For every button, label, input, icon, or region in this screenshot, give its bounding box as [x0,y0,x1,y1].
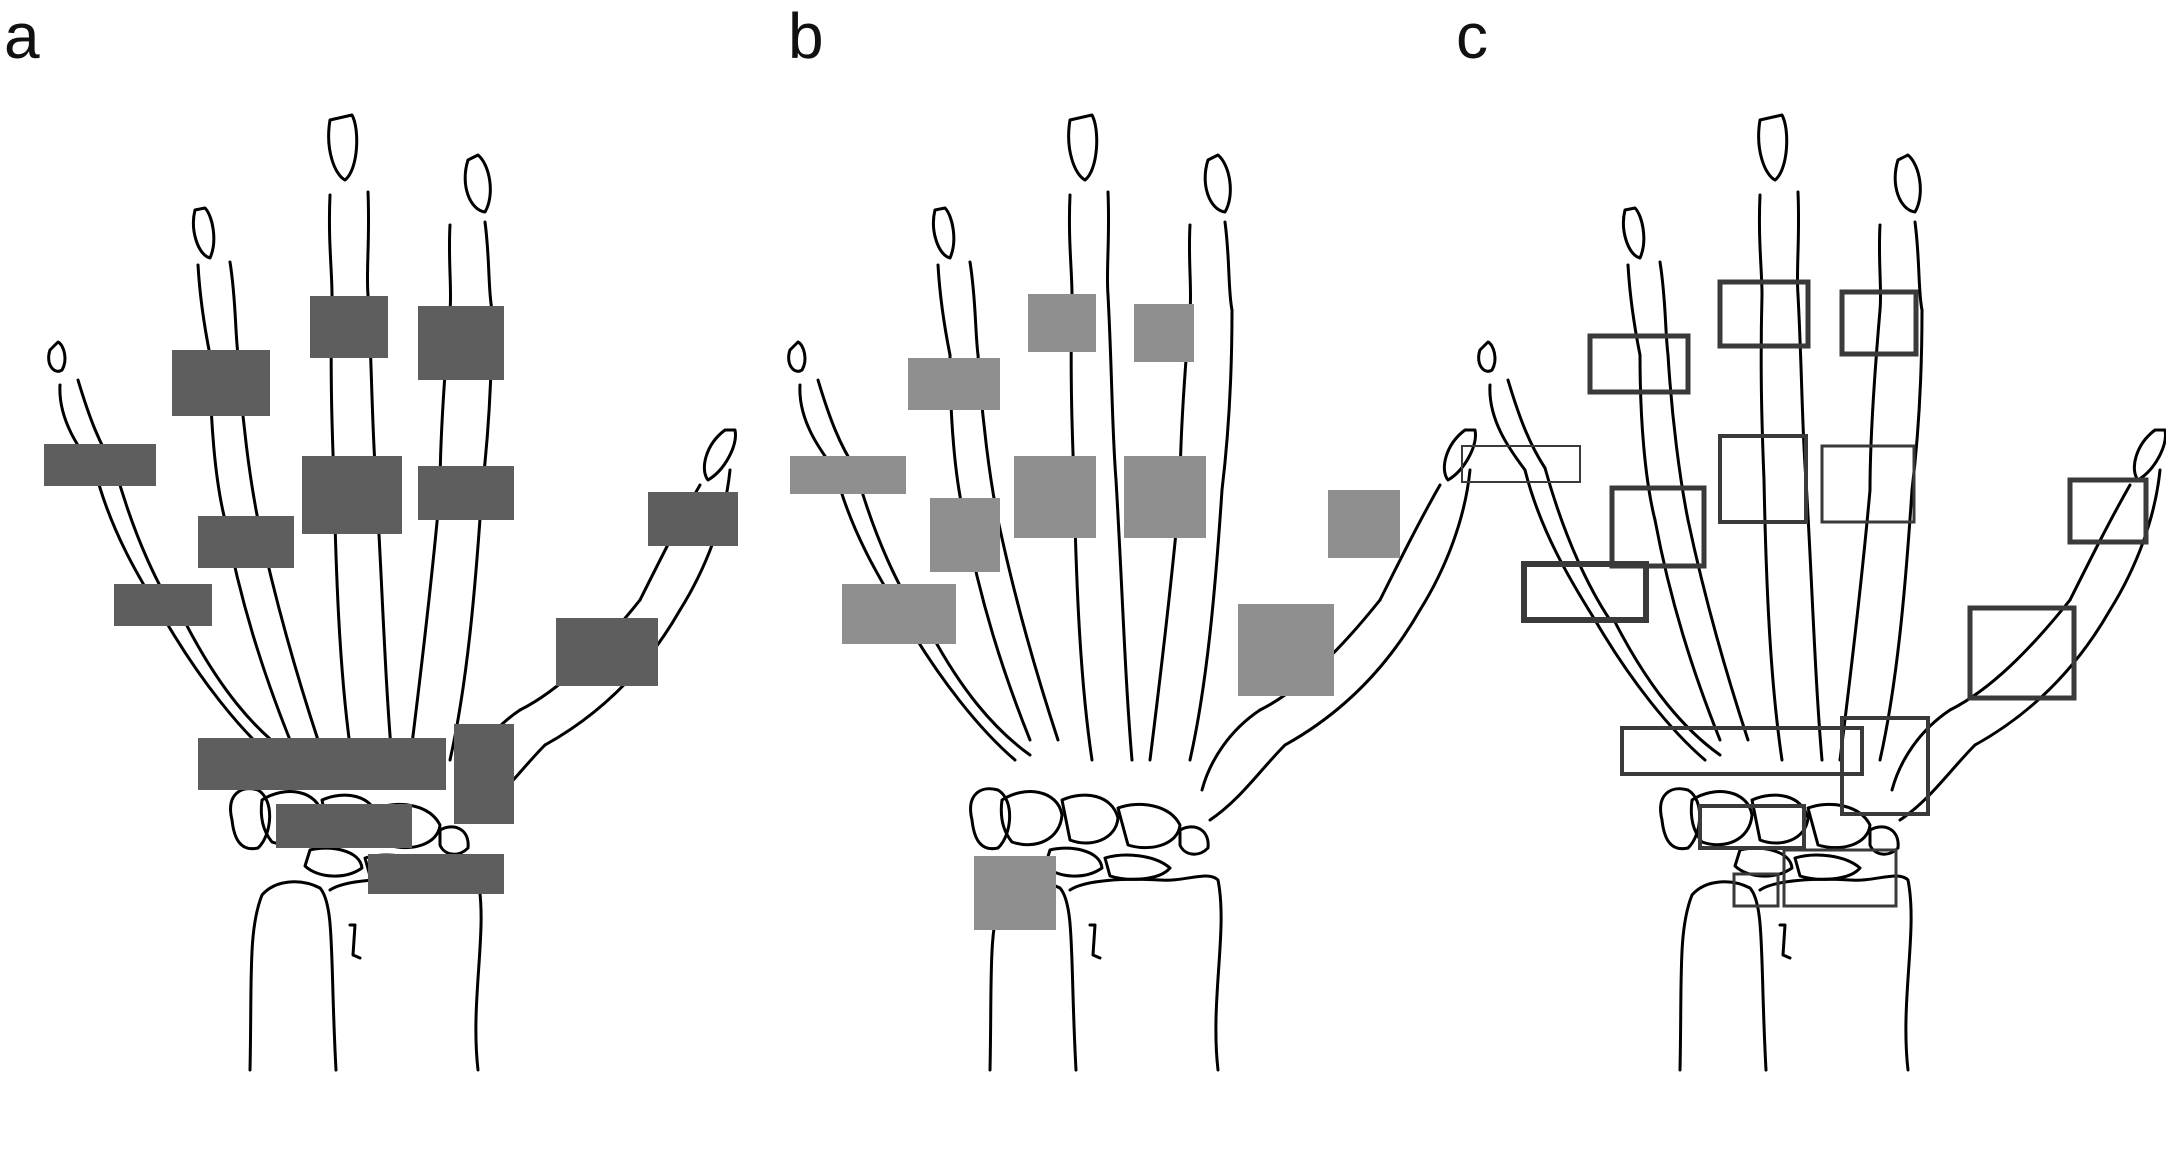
joint-box [1014,456,1096,538]
panel-label-b: b [788,0,824,72]
joint-box [1328,490,1400,558]
joint-box [908,358,1000,410]
joint-box [974,856,1056,930]
joint-box [1620,726,1864,776]
joint-box [648,492,738,546]
joint-box [44,444,156,486]
joint-box [1134,304,1194,362]
joint-box [1718,434,1808,524]
joint-box [1717,279,1811,349]
joint-box [556,618,658,686]
joint-box [172,350,270,416]
joint-box [454,724,514,824]
joint-box [1028,294,1096,352]
joint-box [1698,804,1806,850]
joint-box [368,854,504,894]
joint-box [1521,561,1649,623]
joint-box [114,584,212,626]
joint-box [1238,604,1334,696]
hand-outline-c [1477,113,2166,1072]
joint-box [1840,716,1930,816]
joint-box [1967,605,2077,701]
joint-box [310,296,388,358]
joint-box [198,516,294,568]
joint-box [418,306,504,380]
joint-boxes-c [1461,279,2149,908]
joint-box [1839,289,1919,357]
joint-box [302,456,402,534]
panel-label-c: c [1456,0,1488,72]
joint-box [790,456,906,494]
joint-box [1820,444,1916,524]
joint-box [276,804,412,848]
joint-box [1609,485,1707,569]
joint-box [198,738,446,790]
joint-box [418,466,514,520]
joint-box [1732,872,1780,908]
joint-box [1782,848,1898,908]
panel-label-a: a [4,0,40,72]
joint-box [1461,445,1581,483]
joint-boxes-b [790,294,1400,930]
joint-box [930,498,1000,572]
joint-box [1587,333,1691,395]
joint-boxes-a [44,296,738,894]
joint-box [2067,477,2149,545]
joint-box [1124,456,1206,538]
joint-box [842,584,956,644]
